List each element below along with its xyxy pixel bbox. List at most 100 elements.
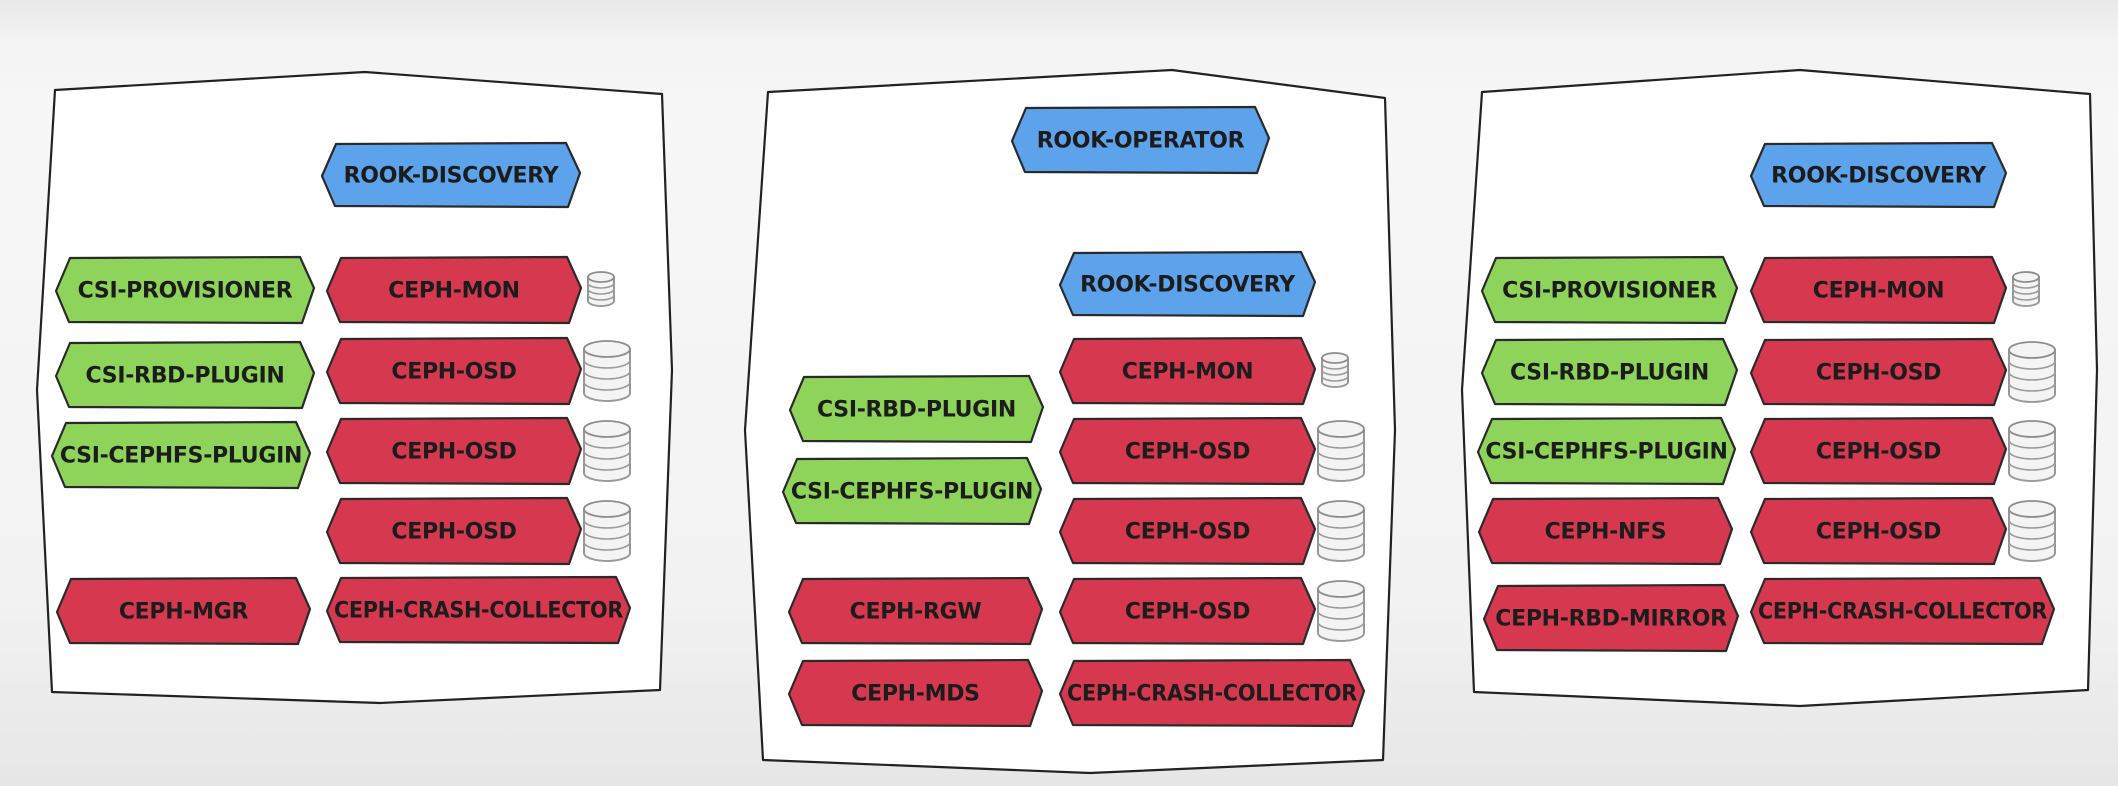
pod-label: CSI-PROVISIONER	[78, 279, 293, 304]
pod-label: CSI-CEPHFS-PLUGIN	[60, 444, 302, 469]
pod-label: CEPH-OSD	[1125, 600, 1250, 625]
pod-box	[1749, 141, 2008, 209]
pod-label: ROOK-DISCOVERY	[344, 164, 560, 189]
pod-label: ROOK-DISCOVERY	[1080, 273, 1296, 298]
pod-label: CEPH-OSD	[391, 440, 516, 465]
disk-icon	[1317, 420, 1365, 482]
pod-label: CEPH-CRASH-COLLECTOR	[1758, 600, 2047, 625]
disk-icon	[2008, 500, 2056, 562]
disk-icon	[583, 500, 631, 562]
pod-csi-rbd-plugin: CSI-RBD-PLUGIN	[54, 340, 316, 410]
pod-ceph-crash-collector: CEPH-CRASH-COLLECTOR	[325, 575, 632, 645]
pod-label: CEPH-RBD-MIRROR	[1495, 607, 1727, 632]
pod-box	[1477, 496, 1734, 566]
pod-box	[325, 416, 583, 486]
pod-ceph-rgw: CEPH-RGW	[787, 576, 1044, 646]
pod-label: CSI-RBD-PLUGIN	[86, 364, 285, 389]
pod-label: CEPH-OSD	[391, 360, 516, 385]
pod-ceph-mgr: CEPH-MGR	[55, 576, 312, 646]
pod-csi-rbd-plugin: CSI-RBD-PLUGIN	[1480, 337, 1739, 407]
pod-label: CEPH-OSD	[391, 520, 516, 545]
pod-ceph-osd: CEPH-OSD	[1058, 416, 1365, 486]
pod-rook-discovery: ROOK-DISCOVERY	[1058, 250, 1317, 318]
pod-label: CEPH-OSD	[1816, 361, 1941, 386]
pod-label: CEPH-MON	[388, 279, 519, 304]
disk-icon	[1321, 352, 1349, 388]
pod-label: CEPH-RGW	[850, 600, 982, 625]
pod-csi-provisioner: CSI-PROVISIONER	[1480, 255, 1739, 325]
pod-label: CEPH-OSD	[1816, 440, 1941, 465]
pod-box	[1480, 255, 1739, 325]
pod-box	[1058, 496, 1317, 566]
pod-box	[787, 658, 1044, 728]
pod-box	[1749, 576, 2056, 646]
disk-icon	[1317, 580, 1365, 642]
pod-box	[1480, 337, 1739, 407]
pod-ceph-osd: CEPH-OSD	[1749, 496, 2056, 566]
disk-icon	[1317, 500, 1365, 562]
pod-label: CEPH-NFS	[1545, 520, 1667, 545]
pod-box	[787, 576, 1044, 646]
pod-ceph-mon: CEPH-MON	[1749, 255, 2040, 325]
pod-label: CEPH-OSD	[1816, 520, 1941, 545]
pod-box	[55, 576, 312, 646]
pod-rook-operator: ROOK-OPERATOR	[1010, 105, 1271, 175]
pod-box	[320, 141, 582, 209]
pod-box	[1058, 416, 1317, 486]
pod-rook-discovery: ROOK-DISCOVERY	[320, 141, 582, 209]
pod-label: CEPH-MDS	[851, 682, 979, 707]
pod-box	[1749, 255, 2008, 325]
pod-label: CEPH-OSD	[1125, 440, 1250, 465]
disk-icon	[587, 271, 615, 307]
pod-label: CEPH-MON	[1813, 279, 1944, 304]
disk-icon	[583, 420, 631, 482]
pod-label: CEPH-MGR	[119, 600, 249, 625]
pod-box	[1749, 496, 2008, 566]
pod-box	[54, 255, 316, 325]
pod-box	[325, 575, 632, 645]
pod-ceph-osd: CEPH-OSD	[1058, 496, 1365, 566]
pod-label: CEPH-CRASH-COLLECTOR	[334, 599, 623, 624]
node-left-panel: ROOK-DISCOVERY CSI-PROVISIONER CEPH-MON CSI…	[35, 70, 674, 705]
pod-csi-cephfs-plugin: CSI-CEPHFS-PLUGIN	[50, 420, 312, 490]
pod-ceph-mds: CEPH-MDS	[787, 658, 1044, 728]
pod-csi-rbd-plugin: CSI-RBD-PLUGIN	[788, 374, 1045, 444]
pod-box	[1058, 250, 1317, 318]
node-middle-panel: ROOK-OPERATORROOK-DISCOVERYCEPH-MONCSI-R…	[743, 68, 1397, 775]
disk-icon	[2008, 420, 2056, 482]
pod-box	[788, 374, 1045, 444]
pod-label: CSI-RBD-PLUGIN	[817, 398, 1016, 423]
pod-ceph-nfs: CEPH-NFS	[1477, 496, 1734, 566]
pod-box	[1476, 416, 1737, 486]
pod-box	[1058, 336, 1317, 406]
pod-box	[781, 456, 1043, 526]
pod-box	[1749, 416, 2008, 486]
pod-label: CEPH-OSD	[1125, 520, 1250, 545]
pod-box	[325, 255, 583, 325]
pod-ceph-mon: CEPH-MON	[325, 255, 615, 325]
disk-icon	[2008, 341, 2056, 403]
pod-label: CSI-RBD-PLUGIN	[1510, 361, 1709, 386]
pod-label: CSI-CEPHFS-PLUGIN	[791, 480, 1033, 505]
pod-csi-cephfs-plugin: CSI-CEPHFS-PLUGIN	[781, 456, 1043, 526]
pod-box	[1749, 337, 2008, 407]
pod-box	[1058, 576, 1317, 646]
pod-label: CSI-CEPHFS-PLUGIN	[1485, 440, 1727, 465]
pod-box	[1010, 105, 1271, 175]
pod-label: CEPH-CRASH-COLLECTOR	[1067, 682, 1357, 707]
disk-icon	[583, 340, 631, 402]
pod-ceph-osd: CEPH-OSD	[325, 336, 631, 406]
pod-box	[50, 420, 312, 490]
pod-ceph-osd: CEPH-OSD	[325, 416, 631, 486]
pod-ceph-osd: CEPH-OSD	[1749, 337, 2056, 407]
pod-ceph-rbd-mirror: CEPH-RBD-MIRROR	[1482, 583, 1740, 653]
pod-rook-discovery: ROOK-DISCOVERY	[1749, 141, 2008, 209]
pod-ceph-osd: CEPH-OSD	[1749, 416, 2056, 486]
pod-ceph-crash-collector: CEPH-CRASH-COLLECTOR	[1749, 576, 2056, 646]
pod-box	[1058, 658, 1366, 728]
pod-ceph-crash-collector: CEPH-CRASH-COLLECTOR	[1058, 658, 1366, 728]
pod-csi-provisioner: CSI-PROVISIONER	[54, 255, 316, 325]
pod-box	[325, 496, 583, 566]
